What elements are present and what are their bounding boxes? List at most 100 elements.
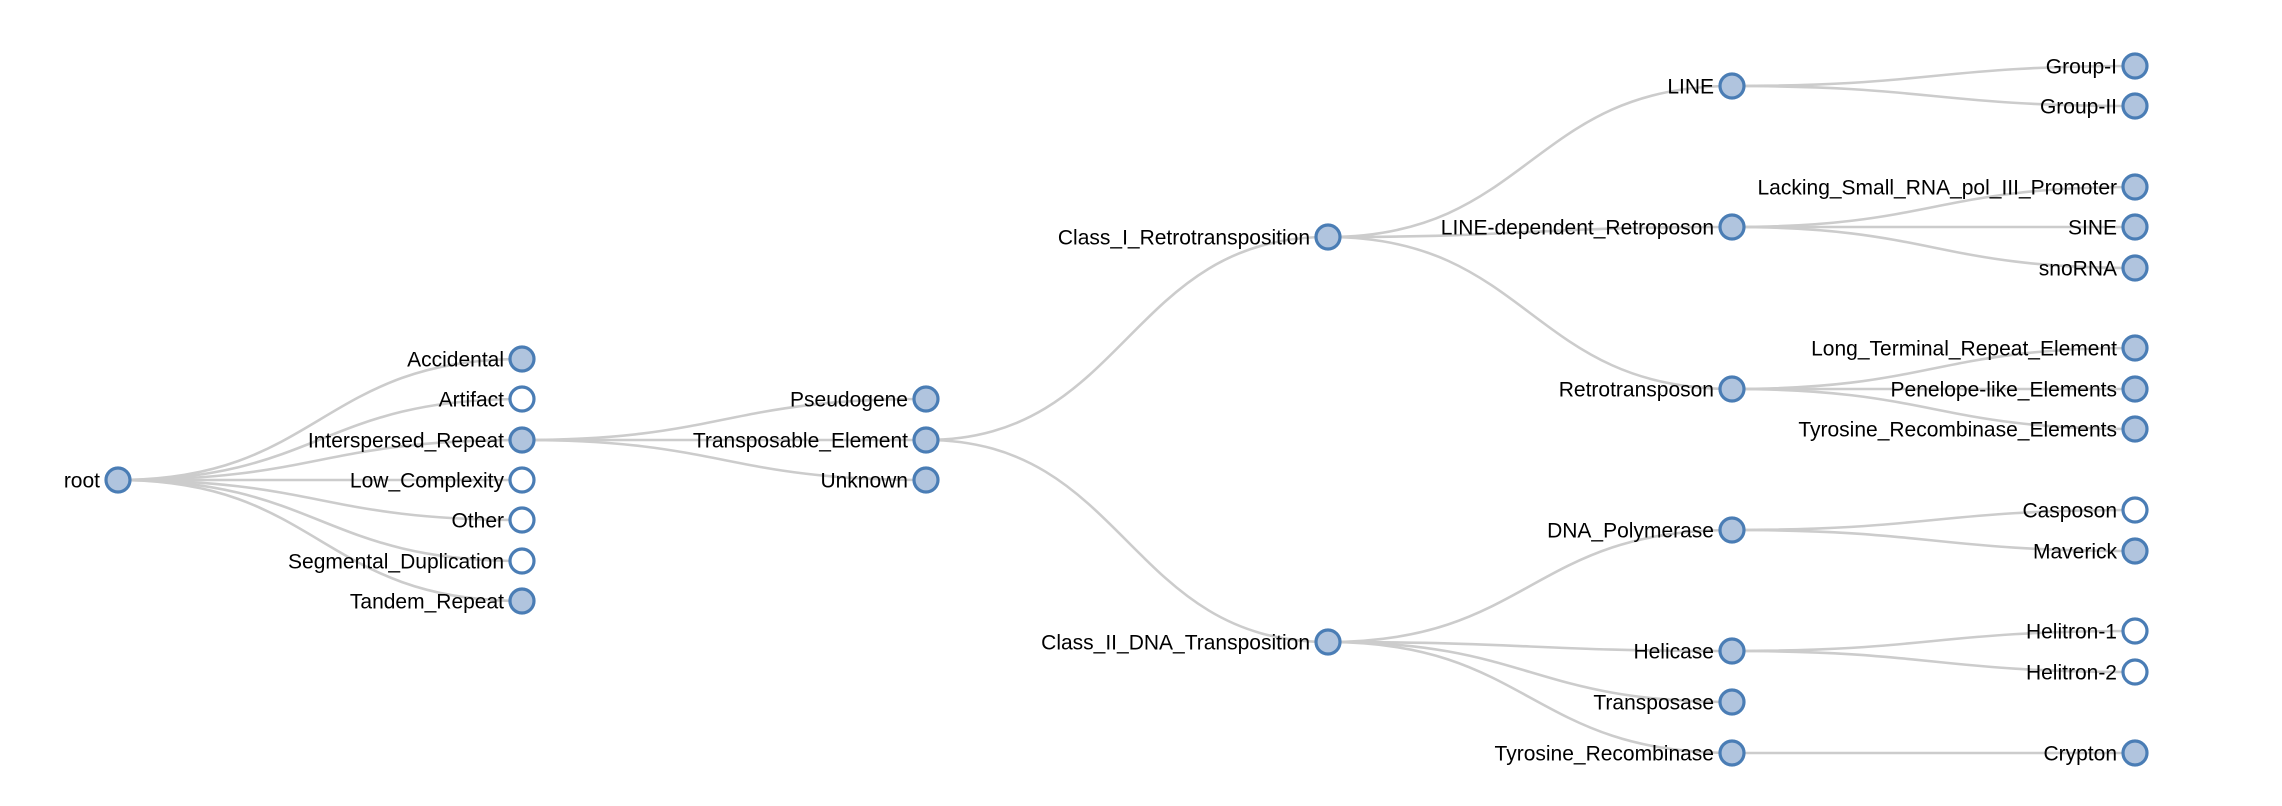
node-crypton[interactable]: Crypton — [2043, 739, 2149, 767]
node-root[interactable]: root — [64, 466, 132, 494]
node-circle-snorna[interactable] — [2121, 254, 2149, 282]
node-circle-unknown[interactable] — [912, 466, 940, 494]
node-circle-transposable-element[interactable] — [912, 426, 940, 454]
node-label-accidental: Accidental — [407, 348, 504, 371]
node-tyrosine-recombinase-elements[interactable]: Tyrosine_Recombinase_Elements — [1798, 415, 2149, 443]
tree-nodes: root AccidentalArtifactInterspersed_Repea… — [64, 52, 2149, 767]
link-line-dependent-retroposon-to-lacking-small-rna-pol-iii-promoter — [1731, 185, 2136, 229]
node-circle-pseudogene[interactable] — [912, 385, 940, 413]
node-circle-interspersed-repeat[interactable] — [508, 426, 536, 454]
node-circle-penelope-like-elements[interactable] — [2121, 375, 2149, 403]
node-label-helicase: Helicase — [1633, 640, 1714, 663]
node-transposable-element[interactable]: Transposable_Element — [693, 426, 940, 454]
node-circle-retrotransposon[interactable] — [1718, 375, 1746, 403]
node-lacking-small-rna-pol-iii-promoter[interactable]: Lacking_Small_RNA_pol_III_Promoter — [1757, 173, 2149, 201]
node-circle-artifact[interactable] — [508, 385, 536, 413]
node-circle-group-ii[interactable] — [2121, 92, 2149, 120]
node-circle-tandem-repeat[interactable] — [508, 587, 536, 615]
node-other[interactable]: Other — [451, 506, 536, 534]
node-group-ii[interactable]: Group-II — [2040, 92, 2149, 120]
node-sine[interactable]: SINE — [2068, 213, 2149, 241]
node-label-line-dependent-retroposon: LINE-dependent_Retroposon — [1441, 216, 1714, 239]
node-retrotransposon[interactable]: Retrotransposon — [1559, 375, 1746, 403]
node-unknown[interactable]: Unknown — [820, 466, 940, 494]
node-circle-class-ii-dna-transposition[interactable] — [1314, 628, 1342, 656]
node-label-sine: SINE — [2068, 216, 2117, 239]
node-label-transposase: Transposase — [1593, 691, 1714, 714]
node-label-maverick: Maverick — [2033, 540, 2118, 563]
node-label-pseudogene: Pseudogene — [790, 388, 908, 411]
node-circle-root[interactable] — [104, 466, 132, 494]
node-interspersed-repeat[interactable]: Interspersed_Repeat — [308, 426, 536, 454]
node-label-root: root — [64, 469, 100, 492]
node-line-dependent-retroposon[interactable]: LINE-dependent_Retroposon — [1441, 213, 1746, 241]
link-root-to-accidental — [117, 357, 523, 482]
node-label-unknown: Unknown — [820, 469, 908, 492]
node-label-group-ii: Group-II — [2040, 95, 2117, 118]
node-penelope-like-elements[interactable]: Penelope-like_Elements — [1891, 375, 2149, 403]
node-circle-line-dependent-retroposon[interactable] — [1718, 213, 1746, 241]
link-dna-polymerase-to-maverick — [1731, 528, 2136, 553]
node-dna-polymerase[interactable]: DNA_Polymerase — [1547, 516, 1746, 544]
link-class-ii-dna-transposition-to-dna-polymerase — [1327, 528, 1733, 644]
node-circle-other[interactable] — [508, 506, 536, 534]
node-label-casposon: Casposon — [2022, 499, 2117, 522]
link-line-to-group-ii — [1731, 84, 2136, 108]
node-circle-accidental[interactable] — [508, 345, 536, 373]
node-label-artifact: Artifact — [439, 388, 505, 411]
node-tandem-repeat[interactable]: Tandem_Repeat — [350, 587, 536, 615]
node-group-i[interactable]: Group-I — [2046, 52, 2149, 80]
node-maverick[interactable]: Maverick — [2033, 537, 2149, 565]
node-low-complexity[interactable]: Low_Complexity — [350, 466, 536, 494]
node-circle-lacking-small-rna-pol-iii-promoter[interactable] — [2121, 173, 2149, 201]
node-helitron-1[interactable]: Helitron-1 — [2026, 617, 2149, 645]
node-circle-helicase[interactable] — [1718, 637, 1746, 665]
node-circle-class-i-retrotransposition[interactable] — [1314, 223, 1342, 251]
node-label-lacking-small-rna-pol-iii-promoter: Lacking_Small_RNA_pol_III_Promoter — [1757, 176, 2117, 199]
node-class-i-retrotransposition[interactable]: Class_I_Retrotransposition — [1058, 223, 1342, 251]
node-circle-helitron-2[interactable] — [2121, 658, 2149, 686]
node-circle-sine[interactable] — [2121, 213, 2149, 241]
node-label-transposable-element: Transposable_Element — [693, 429, 908, 452]
node-label-group-i: Group-I — [2046, 55, 2117, 78]
node-tyrosine-recombinase[interactable]: Tyrosine_Recombinase — [1495, 739, 1746, 767]
node-circle-long-terminal-repeat-element[interactable] — [2121, 334, 2149, 362]
link-helicase-to-helitron-2 — [1731, 649, 2136, 674]
node-circle-low-complexity[interactable] — [508, 466, 536, 494]
node-transposase[interactable]: Transposase — [1593, 688, 1746, 716]
node-label-segmental-duplication: Segmental_Duplication — [288, 550, 504, 573]
node-label-long-terminal-repeat-element: Long_Terminal_Repeat_Element — [1811, 337, 2117, 360]
node-artifact[interactable]: Artifact — [439, 385, 536, 413]
node-label-dna-polymerase: DNA_Polymerase — [1547, 519, 1714, 542]
node-circle-segmental-duplication[interactable] — [508, 547, 536, 575]
link-transposable-element-to-class-i-retrotransposition — [925, 235, 1329, 442]
node-circle-helitron-1[interactable] — [2121, 617, 2149, 645]
node-circle-casposon[interactable] — [2121, 496, 2149, 524]
node-label-other: Other — [451, 509, 504, 532]
node-class-ii-dna-transposition[interactable]: Class_II_DNA_Transposition — [1041, 628, 1342, 656]
node-helitron-2[interactable]: Helitron-2 — [2026, 658, 2149, 686]
link-root-to-other — [117, 478, 523, 522]
node-circle-transposase[interactable] — [1718, 688, 1746, 716]
node-segmental-duplication[interactable]: Segmental_Duplication — [288, 547, 536, 575]
node-circle-tyrosine-recombinase-elements[interactable] — [2121, 415, 2149, 443]
node-snorna[interactable]: snoRNA — [2039, 254, 2149, 282]
link-helicase-to-helitron-1 — [1731, 629, 2136, 653]
link-class-ii-dna-transposition-to-helicase — [1327, 640, 1733, 653]
node-circle-tyrosine-recombinase[interactable] — [1718, 739, 1746, 767]
node-label-tyrosine-recombinase-elements: Tyrosine_Recombinase_Elements — [1798, 418, 2117, 441]
node-long-terminal-repeat-element[interactable]: Long_Terminal_Repeat_Element — [1811, 334, 2149, 362]
node-circle-maverick[interactable] — [2121, 537, 2149, 565]
node-label-retrotransposon: Retrotransposon — [1559, 378, 1714, 401]
node-label-line: LINE — [1667, 75, 1714, 98]
node-circle-dna-polymerase[interactable] — [1718, 516, 1746, 544]
node-circle-crypton[interactable] — [2121, 739, 2149, 767]
node-circle-group-i[interactable] — [2121, 52, 2149, 80]
node-pseudogene[interactable]: Pseudogene — [790, 385, 940, 413]
link-class-i-retrotransposition-to-retrotransposon — [1327, 235, 1733, 391]
node-circle-line[interactable] — [1718, 72, 1746, 100]
node-line[interactable]: LINE — [1667, 72, 1746, 100]
node-accidental[interactable]: Accidental — [407, 345, 536, 373]
node-casposon[interactable]: Casposon — [2022, 496, 2149, 524]
node-helicase[interactable]: Helicase — [1633, 637, 1746, 665]
